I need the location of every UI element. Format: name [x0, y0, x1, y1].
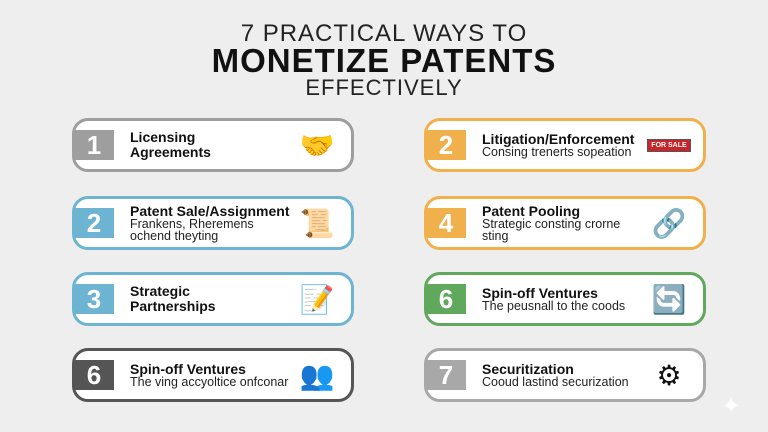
gear-icon: ⚙	[656, 359, 682, 391]
card-number: 2	[74, 208, 114, 238]
card-title: Litigation/Enforcement	[482, 130, 635, 147]
card-title: Patent Sale/Assignment	[130, 202, 290, 219]
card-title: Spin-off Ventures	[482, 284, 598, 301]
card-number: 4	[426, 208, 466, 238]
cycle-money-icon: 🔄	[651, 283, 687, 315]
card-title: Licensing Agreements	[130, 128, 211, 160]
contract-signing-icon: 📝	[299, 283, 335, 315]
card-description: The peusnall to the coods	[482, 298, 626, 313]
sparkle-icon: ✦	[720, 393, 742, 420]
method-card: 3 Strategic Partnerships 📝	[72, 272, 354, 326]
card-description: Cooud lastind securization	[482, 374, 629, 389]
for-sale-sign-icon: FOR SALE	[647, 125, 691, 165]
title-line-3: EFFECTIVELY	[305, 75, 463, 100]
card-description: Consing trenerts sopeation	[482, 144, 632, 159]
certificate-document-icon: 📜	[299, 207, 335, 239]
card-number: 1	[74, 130, 114, 160]
team-people-icon: 👥	[299, 359, 335, 391]
card-number: 2	[426, 130, 466, 160]
handshake-icon: 🤝	[299, 129, 335, 161]
title-line-1: 7 PRACTICAL WAYS TO	[240, 20, 528, 47]
card-number: 6	[74, 360, 114, 390]
card-description: Strategic consting crorne sting	[482, 216, 621, 243]
card-title: Patent Pooling	[482, 202, 580, 219]
card-description: Frankens, Rheremens ochend theyting	[130, 216, 254, 243]
network-pool-icon: 🔗	[651, 207, 687, 239]
sign-label: FOR SALE	[647, 138, 691, 152]
card-title: Securitization	[482, 360, 574, 377]
card-number: 7	[426, 360, 466, 390]
card-number: 3	[74, 284, 114, 314]
card-title: Strategic Partnerships	[130, 282, 216, 314]
card-title: Spin-off Ventures	[130, 360, 246, 377]
method-card: 1 Licensing Agreements 🤝	[72, 118, 354, 172]
title-line-2: MONETIZE PATENTS	[211, 42, 557, 79]
card-description: The ving accyoltice onfconar	[130, 374, 289, 389]
card-number: 6	[426, 284, 466, 314]
